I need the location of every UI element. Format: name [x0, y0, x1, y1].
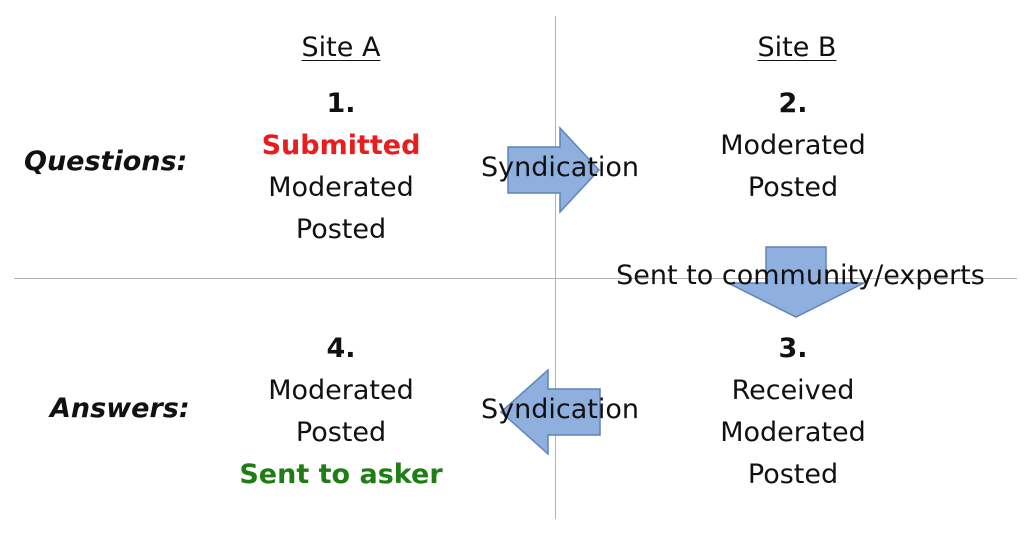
- step-3-number: 3.: [778, 333, 808, 364]
- step-1-posted: Posted: [295, 214, 387, 245]
- vertical-divider: [555, 16, 556, 519]
- horizontal-divider: [14, 278, 1017, 279]
- syndication-top-label: Syndication: [481, 152, 639, 183]
- left-arrow-icon: [499, 368, 601, 456]
- step-2-posted: Posted: [747, 172, 839, 203]
- step-1-submitted: Submitted: [261, 130, 421, 161]
- down-arrow-icon: [727, 246, 865, 318]
- step-3-moderated: Moderated: [720, 417, 866, 448]
- step-3-posted: Posted: [747, 459, 839, 490]
- step-4-number: 4.: [326, 333, 356, 364]
- down-arrow-shape: [727, 246, 865, 318]
- step-4-moderated: Moderated: [268, 375, 414, 406]
- step-3-received: Received: [731, 375, 855, 406]
- step-2-number: 2.: [778, 88, 808, 119]
- right-arrow-icon: [507, 126, 601, 214]
- questions-row-label: Questions:: [24, 146, 188, 177]
- sent-to-experts-label: Sent to community/experts: [616, 260, 985, 291]
- step-2: 2. Moderated Posted: [663, 83, 923, 209]
- step-4-sent-to-asker: Sent to asker: [239, 459, 443, 490]
- site-b-header: Site B: [757, 32, 837, 63]
- step-4-posted: Posted: [295, 417, 387, 448]
- right-arrow-shape: [507, 126, 601, 214]
- step-1: 1. Submitted Moderated Posted: [211, 83, 471, 251]
- step-4: 4. Moderated Posted Sent to asker: [211, 328, 471, 496]
- step-1-number: 1.: [326, 88, 356, 119]
- left-arrow-shape: [499, 368, 601, 456]
- step-1-moderated: Moderated: [268, 172, 414, 203]
- syndication-bottom-label: Syndication: [481, 394, 639, 425]
- site-a-header: Site A: [301, 32, 381, 63]
- step-3: 3. Received Moderated Posted: [663, 328, 923, 496]
- step-2-moderated: Moderated: [720, 130, 866, 161]
- answers-row-label: Answers:: [50, 393, 190, 424]
